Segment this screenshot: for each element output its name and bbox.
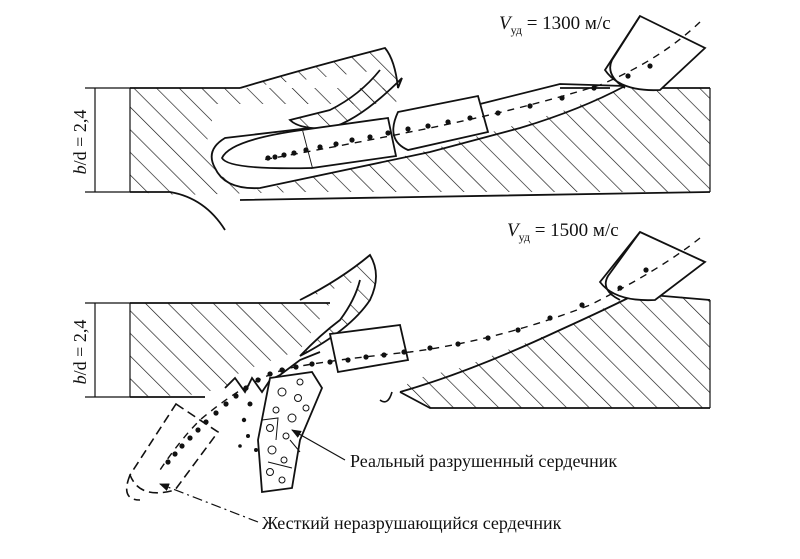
rigid-core-leader [159,483,259,523]
top-plate-outline [130,87,711,231]
top-speed-symbol: V [499,13,511,34]
bottom-trajectory-dots [165,267,649,465]
top-speed-label: Vуд = 1300 м/с [499,14,611,36]
real-core-caption: Реальный разрушенный сердечник [350,451,618,471]
bottom-armor-plate-right [400,292,710,408]
bottom-trajectory [159,237,701,471]
top-speed-value: = 1300 м/с [526,13,611,34]
real-fragmented-core [238,371,324,494]
top-trajectory-dots [265,63,653,161]
top-ratio-b: b [70,165,90,175]
top-projectile-tail [221,116,398,170]
top-projectile-mid [392,94,490,151]
rigid-core-outline [125,402,220,501]
top-speed-subscript: уд [510,22,522,37]
top-trajectory [261,21,701,161]
real-core-leader [291,429,346,461]
bottom-projectile-mid [328,324,410,374]
top-ratio-label: b/d = 2,4 [70,92,90,192]
bottom-panel [85,230,711,523]
bottom-speed-label: Vуд = 1500 м/с [507,221,619,243]
bottom-ratio-label: b/d = 2,4 [70,302,90,402]
bottom-fracture-edge [224,351,321,394]
top-projectile-entry [603,14,707,92]
bottom-speed-value: = 1500 м/с [534,220,619,241]
top-armor-plate [130,88,710,195]
bottom-speed-subscript: уд [518,229,530,244]
top-dimension-line [85,87,130,193]
rigid-core-caption: Жесткий неразрушающийся сердечник [262,513,562,533]
top-ratio-rest: /d = 2,4 [70,109,90,166]
bottom-ratio-rest: /d = 2,4 [70,319,90,376]
bottom-armor-plate [130,303,330,397]
bottom-ratio-b: b [70,375,90,385]
bottom-exit-lip [299,253,377,357]
top-channel-outline [210,83,626,190]
top-front-lip [239,46,403,130]
bottom-projectile-entry [598,230,707,302]
bottom-speed-symbol: V [507,220,519,241]
top-panel [85,14,711,231]
bottom-dimension-line [85,302,130,398]
